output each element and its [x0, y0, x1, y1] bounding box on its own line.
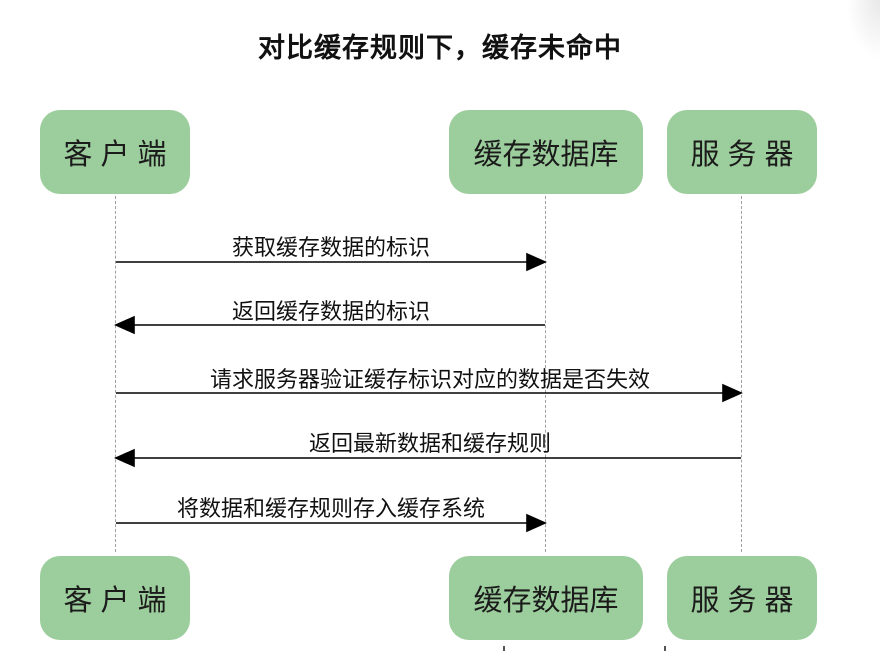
message-label-5: 将数据和缓存规则存入缓存系统 — [176, 497, 486, 522]
arrow-2-head — [114, 315, 135, 335]
arrow-3-head — [722, 383, 743, 403]
stray-mark — [664, 646, 666, 651]
actor-cache-db-top: 缓存数据库 — [449, 110, 643, 194]
actor-client-bottom: 客户端 — [40, 556, 190, 640]
arrow-5-head — [526, 513, 547, 533]
message-label-4: 返回最新数据和缓存规则 — [308, 432, 552, 457]
message-label-2: 返回缓存数据的标识 — [231, 300, 431, 325]
actor-client-top: 客户端 — [40, 110, 190, 194]
arrow-1-head — [526, 252, 547, 272]
message-label-1: 获取缓存数据的标识 — [231, 236, 431, 261]
actor-server-bottom: 服务器 — [667, 556, 817, 640]
lifeline-cache-db — [545, 196, 546, 552]
diagram-title: 对比缓存规则下，缓存未命中 — [258, 33, 622, 64]
actor-server-top: 服务器 — [667, 110, 817, 194]
arrow-4-head — [114, 448, 135, 468]
actor-cache-db-bottom: 缓存数据库 — [449, 556, 643, 640]
lifeline-client — [115, 196, 116, 552]
stray-mark — [503, 646, 505, 651]
lifeline-server — [741, 196, 742, 552]
corner-shadow — [846, 0, 880, 60]
message-label-3: 请求服务器验证缓存标识对应的数据是否失效 — [209, 368, 651, 393]
